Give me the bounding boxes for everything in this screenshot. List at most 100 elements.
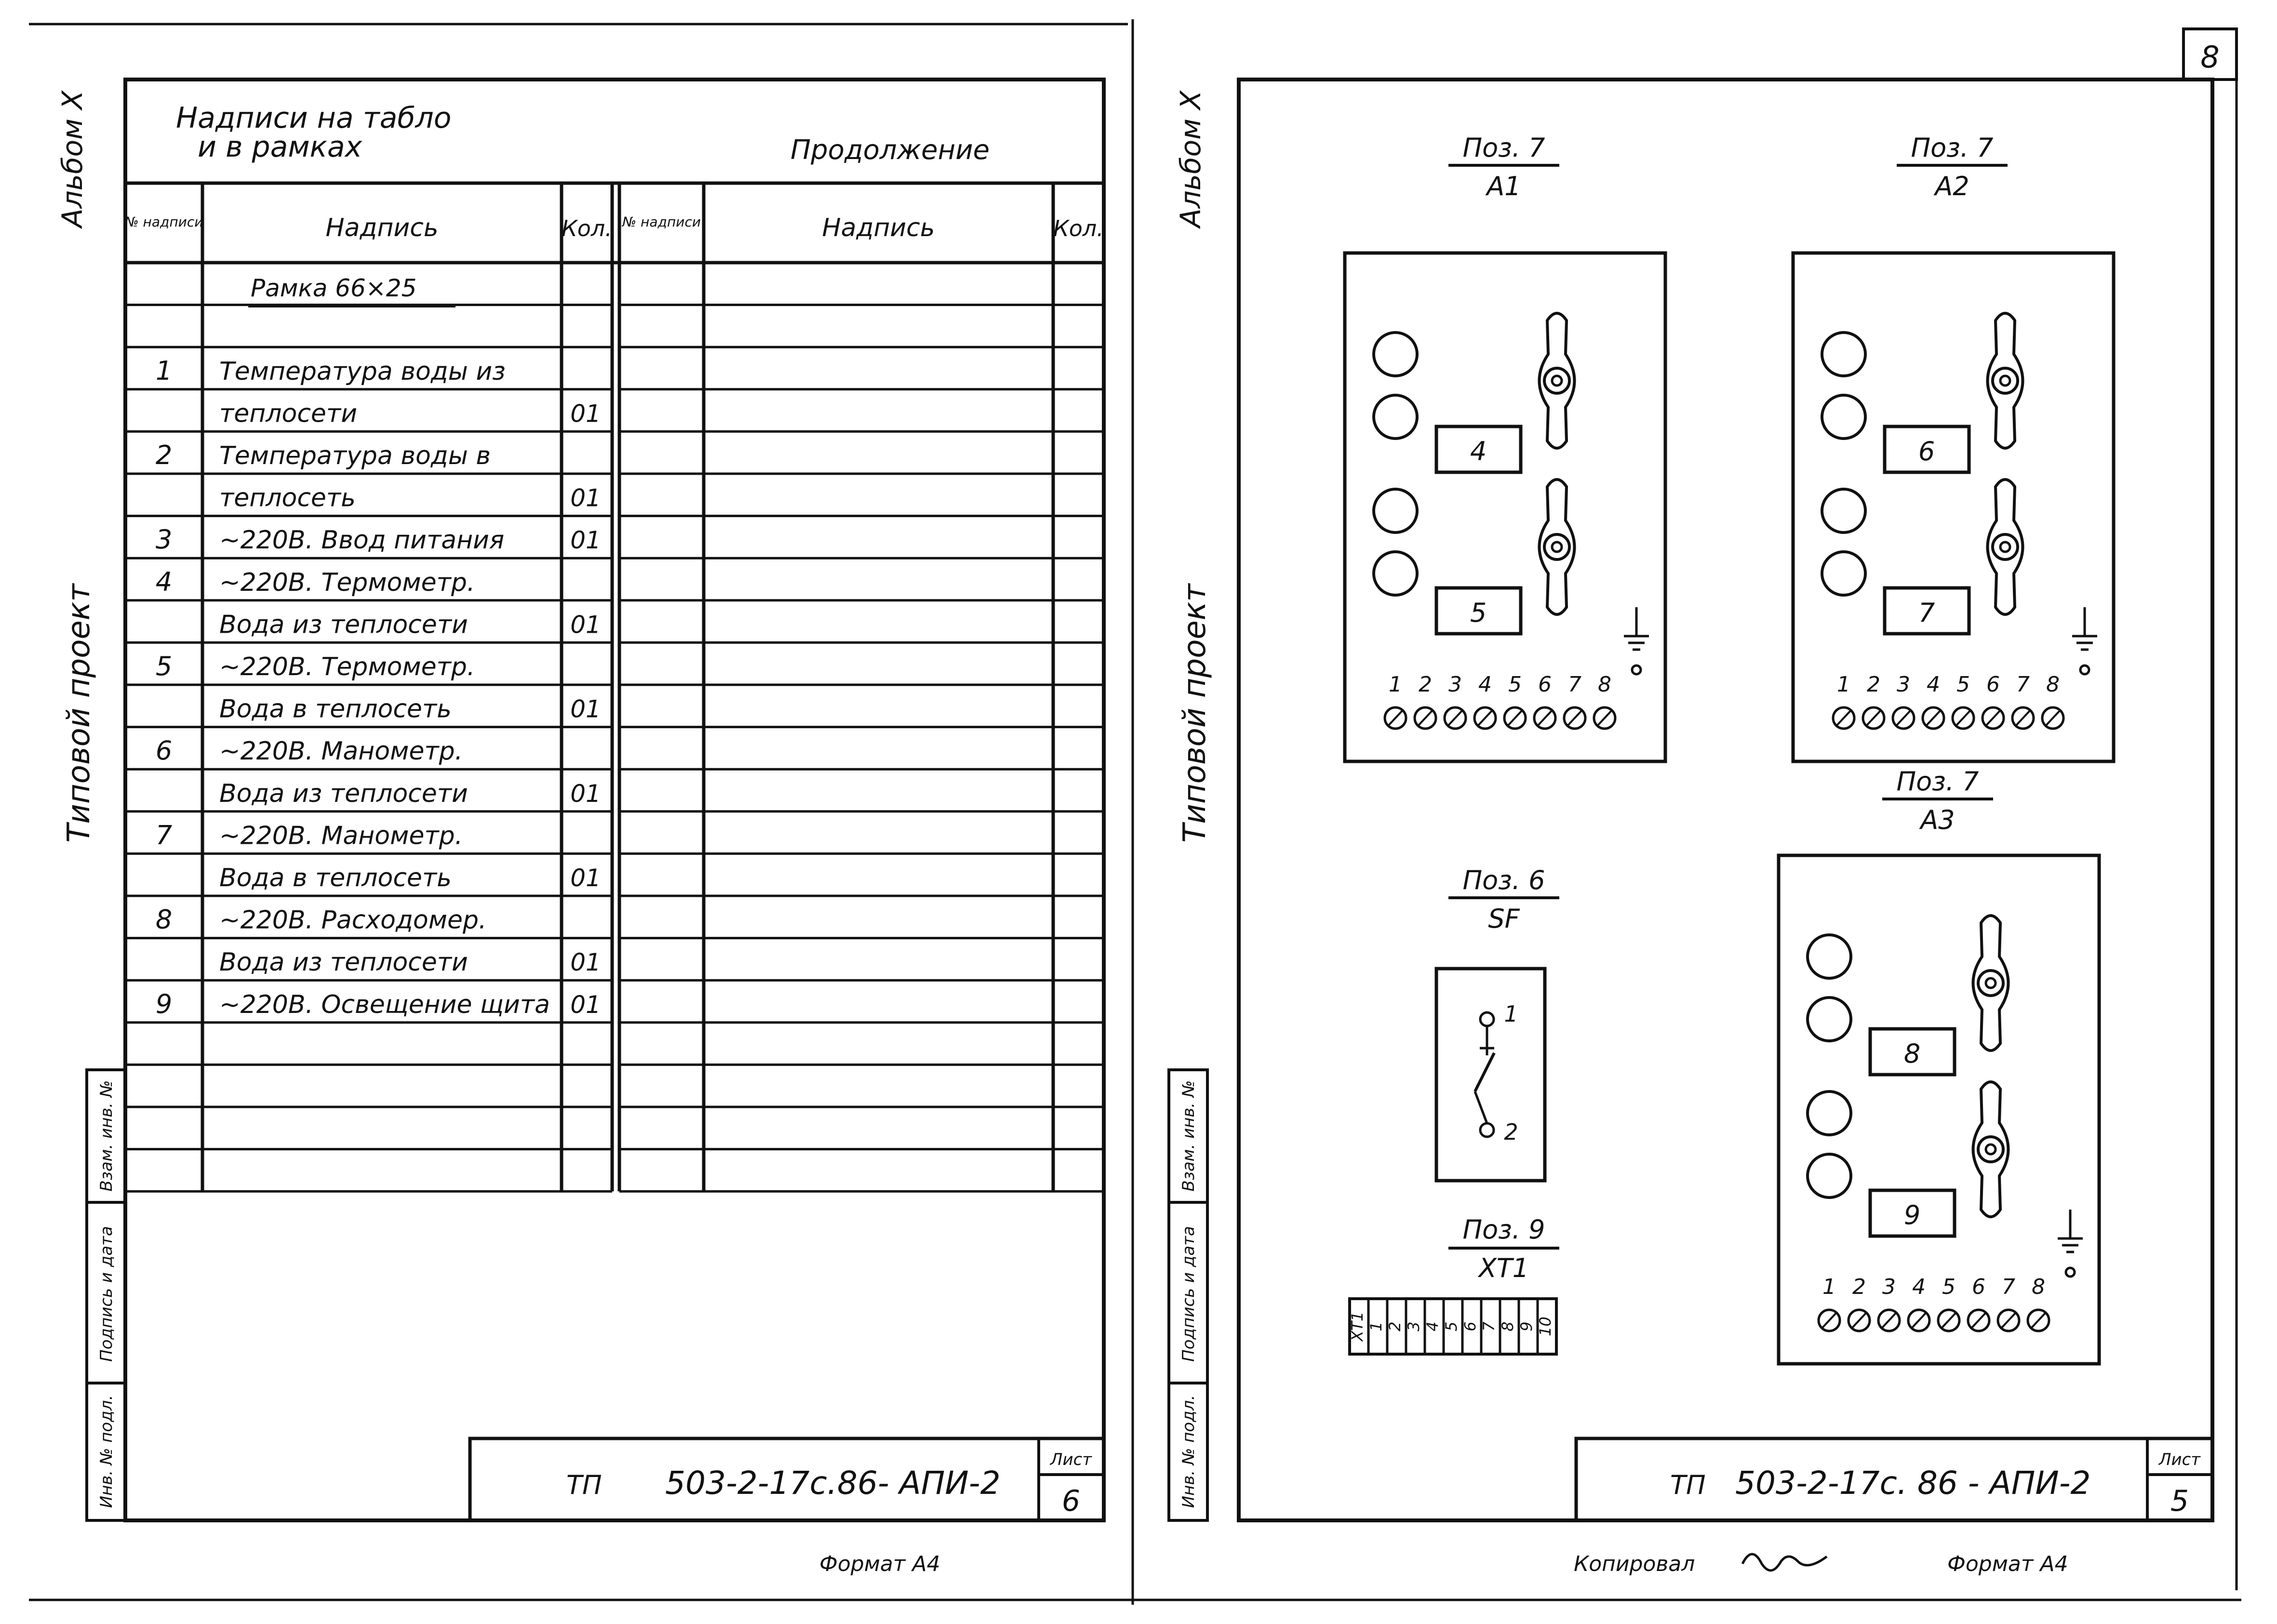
rotary-switch-knob-icon bbox=[1977, 1135, 2005, 1163]
table-row-text: ~220В. Термометр. bbox=[219, 568, 475, 597]
instrument-panel bbox=[1777, 853, 2101, 1366]
table-row-no: 4 bbox=[156, 567, 172, 597]
stamp-label-inv: Инв. № подл. bbox=[1179, 1395, 1198, 1508]
label-frame-text: 7 bbox=[1918, 598, 1935, 628]
table-row-no: 5 bbox=[156, 651, 172, 681]
terminal-number: 6 bbox=[1972, 1275, 1985, 1299]
rotary-switch-icon bbox=[1986, 312, 2024, 450]
label-frame bbox=[1868, 1188, 1956, 1238]
terminal-screw-slot bbox=[1881, 1312, 1897, 1329]
terminal-number: 8 bbox=[1598, 672, 1611, 697]
right-stamp-column bbox=[1167, 1068, 1209, 1522]
rotary-switch-center-icon bbox=[1551, 541, 1563, 553]
terminal-screw-slot bbox=[1418, 710, 1433, 726]
terminal-screw-slot bbox=[1956, 710, 1971, 726]
project-label: Типовой проект bbox=[1177, 583, 1213, 843]
panel-pos-label: Поз. 7 bbox=[1462, 133, 1545, 163]
col-qty-header: Кол. bbox=[562, 215, 612, 241]
terminal-screw-slot bbox=[1447, 710, 1463, 726]
terminal-screw-icon bbox=[2011, 706, 2035, 730]
terminal-screw-slot bbox=[1507, 710, 1523, 726]
copier-signature bbox=[1741, 1553, 1828, 1572]
table-row-qty: 01 bbox=[570, 526, 601, 554]
terminal-screw-icon bbox=[2041, 706, 2065, 730]
circuit-breaker-body bbox=[1434, 967, 1547, 1183]
terminal-screw-icon bbox=[1862, 706, 1886, 730]
terminal-block-cell: 10 bbox=[1536, 1317, 1554, 1336]
table-row-text: Вода в теплосеть bbox=[219, 695, 452, 724]
page-number: 8 bbox=[2200, 40, 2219, 75]
terminal-screw-icon bbox=[1832, 706, 1856, 730]
terminal-number: 2 bbox=[1867, 672, 1880, 697]
terminal-number: 3 bbox=[1882, 1275, 1896, 1299]
terminal-number: 7 bbox=[1568, 672, 1581, 697]
terminal-number: 4 bbox=[1927, 672, 1940, 697]
terminal-screw-icon bbox=[1951, 706, 1975, 730]
indicator-lamp-icon bbox=[1372, 331, 1419, 377]
terminal-block-cell: 9 bbox=[1517, 1321, 1536, 1331]
rotary-switch-center-icon bbox=[1999, 541, 2011, 553]
terminal-screw-slot bbox=[2015, 710, 2031, 726]
table-row-text: Температура воды из bbox=[219, 357, 506, 386]
table-row-qty: 01 bbox=[570, 991, 601, 1019]
table-row-no: 2 bbox=[156, 440, 172, 470]
terminal-screw-slot bbox=[1866, 710, 1881, 726]
indicator-lamp-icon bbox=[1821, 331, 1867, 377]
ground-terminal-icon bbox=[2079, 664, 2090, 676]
col-no-header: № надписи bbox=[621, 214, 701, 230]
rotary-switch-icon bbox=[1538, 478, 1576, 616]
terminal-screw-icon bbox=[1981, 706, 2005, 730]
project-label: Типовой проект bbox=[61, 583, 97, 843]
terminal-screw-icon bbox=[1921, 706, 1945, 730]
terminal-number: 6 bbox=[1986, 672, 2000, 697]
panel-ref-label: А1 bbox=[1485, 171, 1521, 201]
table-row-no: 7 bbox=[156, 820, 172, 850]
terminal-screw-slot bbox=[1941, 1312, 1956, 1329]
terminal-screw-icon bbox=[1383, 706, 1407, 730]
terminal-screw-icon bbox=[1877, 1308, 1901, 1332]
rotary-switch-knob-icon bbox=[1991, 367, 2019, 395]
terminal-screw-icon bbox=[1443, 706, 1467, 730]
terminal-screw-slot bbox=[2031, 1312, 2046, 1329]
table-row-text: теплосети bbox=[219, 399, 357, 428]
table-row-qty: 01 bbox=[570, 948, 601, 976]
table-row-text: Вода в теплосеть bbox=[219, 864, 452, 892]
indicator-lamp-icon bbox=[1821, 394, 1867, 440]
terminal-number: 4 bbox=[1478, 672, 1492, 697]
rotary-switch-center-icon bbox=[1999, 374, 2011, 387]
album-label: Альбом X bbox=[1174, 90, 1207, 229]
terminal-block-cell: 1 bbox=[1367, 1321, 1385, 1331]
terminal-screw-icon bbox=[1891, 706, 1915, 730]
stamp-label-repl: Взам. инв. № bbox=[97, 1080, 116, 1192]
terminal-number: 1 bbox=[1389, 672, 1402, 697]
terminal-number: 1 bbox=[1837, 672, 1850, 697]
table-row-qty: 01 bbox=[570, 864, 601, 892]
label-frame bbox=[1883, 425, 1971, 474]
rotary-switch-center-icon bbox=[1551, 374, 1563, 387]
panel-ref-label: А2 bbox=[1933, 171, 1969, 201]
terminal-screw-slot bbox=[1971, 1312, 1986, 1329]
terminal-screw-icon bbox=[2026, 1308, 2050, 1332]
table-row-no: 3 bbox=[156, 524, 172, 555]
right-sheet-frame bbox=[1237, 78, 2214, 1522]
terminal-block-cell: 4 bbox=[1423, 1321, 1442, 1331]
breaker-wire bbox=[1473, 1091, 1488, 1124]
terminal-block-cell: XT1 bbox=[1348, 1312, 1366, 1343]
label-frame-text: 5 bbox=[1470, 598, 1487, 628]
panel-pos-label: Поз. 7 bbox=[1911, 133, 1993, 163]
label-frame bbox=[1883, 586, 1971, 636]
terminal-screw-slot bbox=[1896, 710, 1911, 726]
terminal-screw-slot bbox=[1851, 1312, 1867, 1329]
terminal-number: 1 bbox=[1822, 1275, 1836, 1299]
label-frame-text: 4 bbox=[1470, 436, 1487, 466]
col-text-header: Надпись bbox=[822, 213, 935, 242]
breaker-contact-icon bbox=[1479, 1011, 1495, 1027]
sheet-label: Лист bbox=[2158, 1450, 2201, 1469]
rotary-switch-icon bbox=[1971, 1080, 2010, 1218]
indicator-lamp-icon bbox=[1821, 550, 1867, 597]
terminal-number: 2 bbox=[1419, 672, 1432, 697]
sheet-no: 5 bbox=[2170, 1484, 2189, 1518]
instrument-panel bbox=[1343, 251, 1667, 763]
terminal-number: 2 bbox=[1852, 1275, 1866, 1299]
